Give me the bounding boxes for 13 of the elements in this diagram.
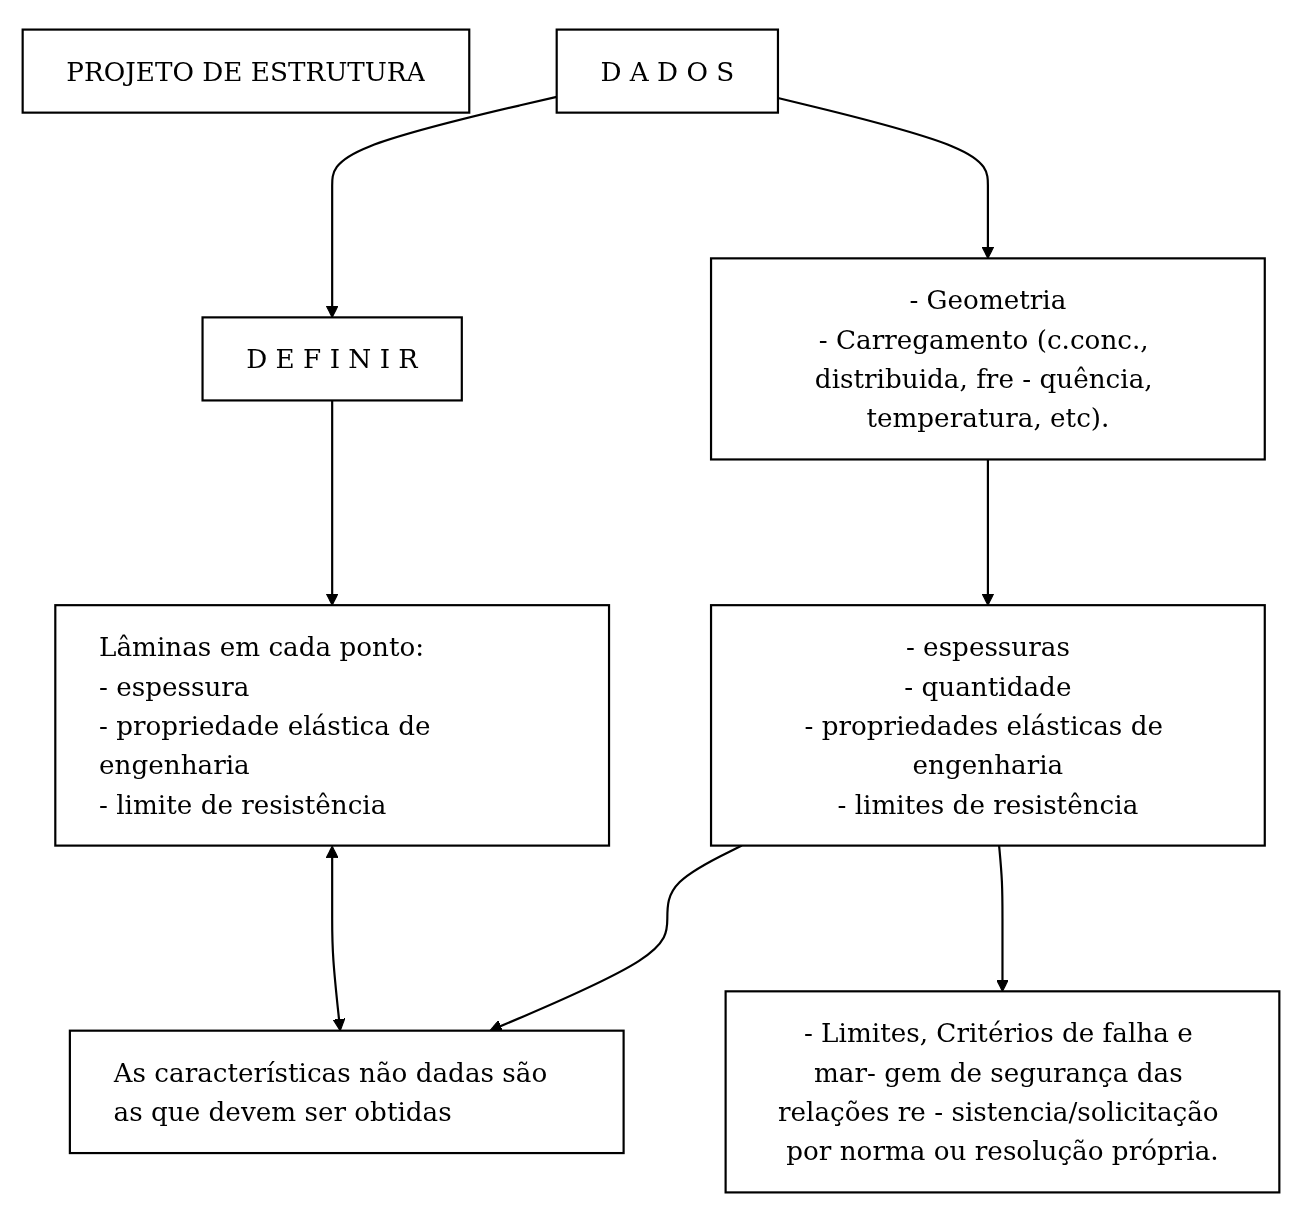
arrow <box>995 845 1009 992</box>
node-box: - espessuras - quantidade - propriedades elásticas de engenharia - limites de resistência <box>709 604 1266 847</box>
node-box: PROJETO DE ESTRUTURA <box>21 28 470 114</box>
node-box: D A D O S <box>555 28 779 114</box>
node-box: Lâminas em cada ponto: - espessura - propriedade elástica de engenharia - limite de resistência <box>53 604 610 847</box>
node-box: - Geometria - Carregamento (c.conc., distribuida, fre - quência, temperatura, etc). <box>709 257 1266 461</box>
arrow <box>777 96 994 259</box>
arrow <box>325 400 339 606</box>
node-box: D E F I N I R <box>200 316 463 402</box>
arrow <box>325 95 557 318</box>
node-box: - Limites, Critérios de falha e mar- gem de segurança das relações re - sistencia/solicitação por norma ou resolução própria. <box>724 990 1280 1194</box>
arrow <box>981 459 994 606</box>
node-box: As características não dadas são as que devem ser obtidas <box>68 1029 625 1155</box>
